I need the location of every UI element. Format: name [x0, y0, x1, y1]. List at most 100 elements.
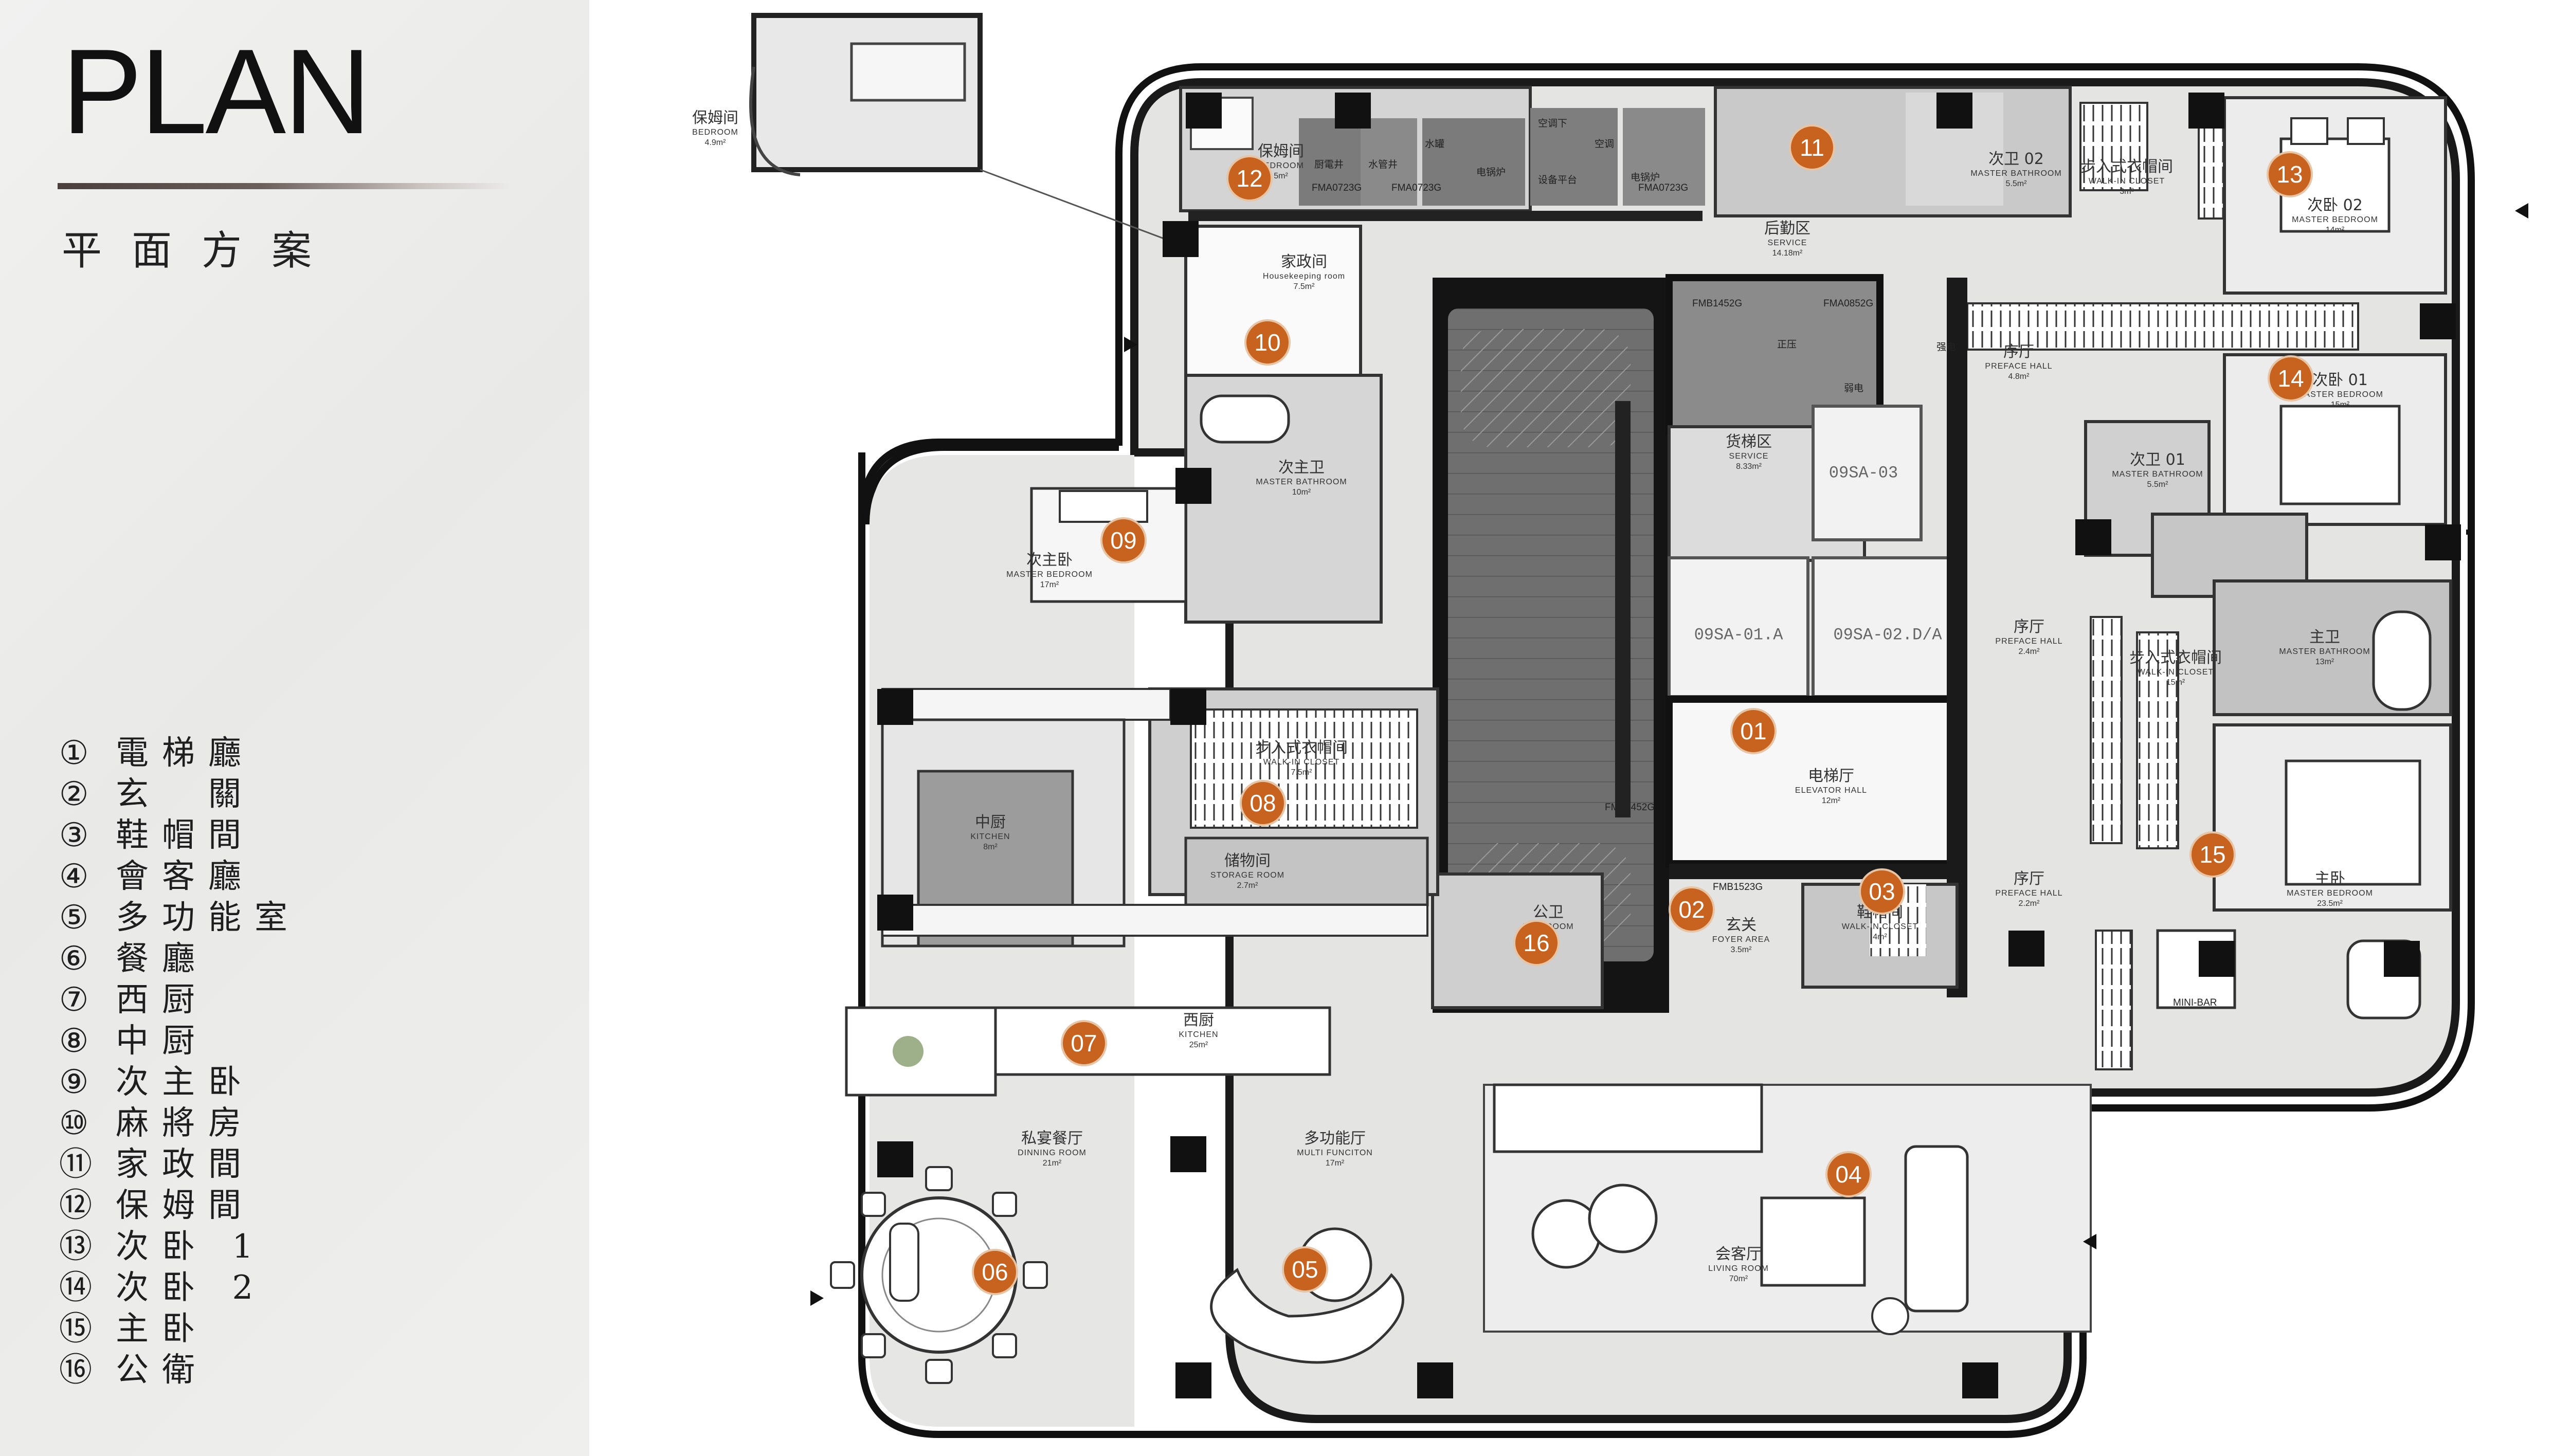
tag-shaft6: 设备平台	[1538, 175, 1578, 186]
marker-07: 07	[1061, 1020, 1107, 1066]
legend-label: 鞋帽間	[116, 816, 255, 854]
tag-qiangdian: 强电	[1936, 342, 1957, 353]
legend-item: ③ 鞋帽間	[59, 815, 301, 856]
legend-label: 會客廳	[116, 858, 255, 896]
legend-label: 餐廳	[116, 940, 208, 978]
legend-number: ⑩	[59, 1104, 89, 1142]
marker-15: 15	[2189, 831, 2236, 878]
tag-ruodian: 弱电	[1844, 383, 1864, 394]
legend-number: ⑧	[59, 1022, 89, 1060]
section-arrow-left-lower	[810, 1290, 824, 1306]
legend-label: 次卧 2	[116, 1269, 267, 1307]
tag-minibar: MINI-BAR	[2173, 997, 2217, 1008]
elevator-label-2: 09SA-01.A	[1694, 625, 1783, 645]
marker-08: 08	[1240, 780, 1286, 826]
marker-03: 03	[1859, 868, 1905, 915]
marker-16: 16	[1513, 920, 1560, 966]
legend-item: ② 玄 關	[59, 774, 301, 815]
legend-number: ⑭	[59, 1269, 92, 1307]
legend-item: ⑤ 多功能室	[59, 897, 301, 938]
marker-12: 12	[1226, 155, 1273, 202]
marker-13: 13	[2267, 151, 2313, 197]
legend-label: 多功能室	[116, 899, 301, 937]
marker-02: 02	[1669, 886, 1715, 933]
legend-label: 家政間	[116, 1145, 255, 1184]
tag-door-3: FMA0723G	[1638, 183, 1689, 193]
tag-shaft8: 电锅炉	[1631, 172, 1660, 183]
tag-door-2: FMA0723G	[1391, 183, 1442, 193]
tag-door-1: FMA0723G	[1312, 183, 1362, 193]
legend-label: 次卧 1	[116, 1228, 267, 1266]
marker-11: 11	[1789, 124, 1835, 171]
marker-09: 09	[1100, 517, 1147, 563]
legend-item: ⑧ 中厨	[59, 1021, 301, 1062]
legend-label: 中厨	[116, 1022, 208, 1060]
tag-zhengya: 正压	[1777, 339, 1797, 350]
legend-number: ⑦	[59, 981, 89, 1019]
legend-number: ⑥	[59, 940, 89, 978]
legend-label: 電梯廳	[116, 734, 255, 772]
legend-number: ②	[59, 775, 89, 813]
legend-item: ⑬ 次卧 1	[59, 1226, 301, 1267]
tag-door-7: FMB1452G	[1605, 802, 1655, 813]
tag-door-4: FMB1452G	[1692, 298, 1743, 309]
tag-shaft2: 水管井	[1368, 159, 1398, 170]
legend-item: ⑩ 麻將房	[59, 1103, 301, 1144]
legend-label: 麻將房	[116, 1104, 255, 1142]
legend-label: 玄 關	[116, 775, 255, 813]
legend-number: ⑬	[59, 1228, 92, 1266]
legend-number: ⑤	[59, 899, 89, 937]
legend-number: ⑮	[59, 1310, 92, 1348]
tag-shaft5: 电锅炉	[1476, 167, 1506, 178]
marker-01: 01	[1730, 708, 1777, 754]
legend-label: 主卧	[116, 1310, 208, 1348]
tag-door-5: FMA0852G	[1823, 298, 1874, 309]
tag-door-6: FMB1523G	[1713, 882, 1763, 893]
tag-shaft7: 空调	[1595, 139, 1615, 150]
legend-number: ①	[59, 734, 89, 772]
section-arrow-left-upper	[1124, 337, 1137, 352]
tag-shaft4: 空调下	[1538, 118, 1568, 129]
elevator-label-1: 09SA-03	[1828, 463, 1898, 483]
legend-number: ⑯	[59, 1351, 92, 1389]
legend-number: ⑨	[59, 1063, 89, 1101]
marker-10: 10	[1244, 319, 1291, 366]
legend-number: ③	[59, 816, 89, 854]
legend-label: 次主卧	[116, 1063, 255, 1101]
marker-04: 04	[1825, 1151, 1872, 1197]
elevator-label-3: 09SA-02.D/A	[1833, 625, 1942, 645]
floor-plan-drawing	[749, 13, 2475, 1438]
marker-14: 14	[2268, 355, 2314, 402]
tag-shaft1: 厨電井	[1314, 159, 1344, 170]
legend-item: ⑭ 次卧 2	[59, 1267, 301, 1308]
